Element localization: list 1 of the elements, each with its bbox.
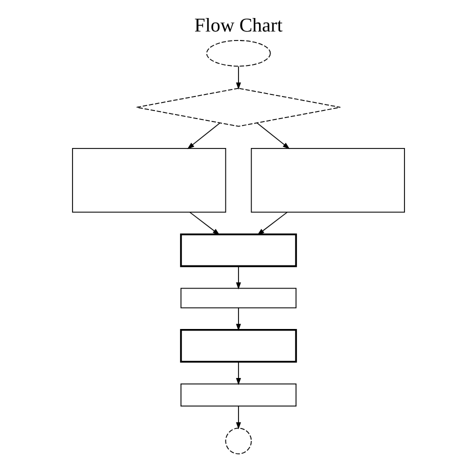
diagram-title: Flow Chart [194, 15, 282, 36]
